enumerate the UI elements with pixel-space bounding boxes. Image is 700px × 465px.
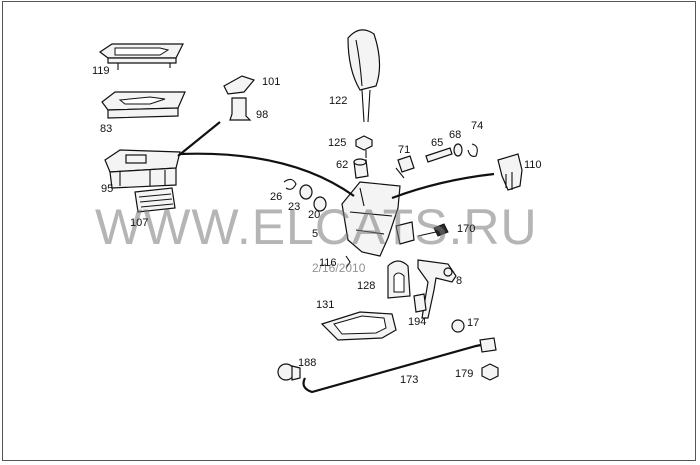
part-label-65: 65: [431, 137, 444, 149]
shifter-housing: [341, 181, 415, 257]
part-65-pin: [425, 147, 453, 163]
part-131-gasket: [320, 311, 397, 341]
part-label-23: 23: [288, 201, 301, 213]
part-62-bushing: [353, 158, 369, 179]
part-label-107: 107: [130, 217, 149, 229]
part-101-clip: [223, 75, 256, 95]
part-label-110: 110: [524, 159, 542, 171]
part-label-119: 119: [92, 65, 110, 77]
part-label-170: 170: [457, 223, 476, 235]
leader-lines: [177, 121, 495, 200]
part-label-95: 95: [101, 183, 114, 195]
part-label-83: 83: [100, 123, 113, 135]
part-rod-end: [479, 337, 497, 353]
part-26-circlip: [283, 178, 297, 190]
part-label-173: 173: [400, 374, 419, 386]
part-122-gear-knob: [347, 29, 381, 123]
part-label-62: 62: [336, 159, 349, 171]
part-label-68: 68: [449, 129, 462, 141]
part-label-122: 122: [329, 95, 348, 107]
part-194-clip: [413, 293, 427, 313]
part-179-nut: [481, 363, 499, 381]
part-label-194: 194: [408, 316, 427, 328]
part-label-17: 17: [467, 317, 480, 329]
part-74-clip: [467, 143, 478, 157]
part-107-insert: [134, 187, 176, 213]
part-label-101: 101: [262, 76, 281, 88]
part-95-console-housing: [104, 149, 181, 189]
part-71-lever: [395, 155, 415, 179]
part-label-71: 71: [398, 144, 411, 156]
part-label-188: 188: [298, 357, 317, 369]
part-label-74: 74: [471, 120, 484, 132]
part-label-5: 5: [312, 228, 319, 240]
part-8-shift-lever: [417, 259, 457, 319]
part-20-bushing: [313, 196, 327, 212]
part-label-128: 128: [357, 280, 376, 292]
part-173-shift-rod: [302, 342, 487, 394]
part-68-ring: [453, 143, 463, 157]
part-125-nut: [355, 135, 373, 151]
part-label-131: 131: [316, 299, 335, 311]
watermark: WWW.ELCATS.RU: [95, 199, 538, 255]
part-label-125: 125: [328, 137, 347, 149]
part-label-8: 8: [456, 275, 463, 287]
part-128-bracket: [387, 260, 411, 299]
date-stamp: 2/16/2010: [312, 261, 366, 275]
part-label-26: 26: [270, 191, 283, 203]
part-110-switch: [497, 153, 523, 191]
part-label-98: 98: [256, 109, 269, 121]
part-83-cover: [101, 91, 186, 119]
part-170-bolt: [417, 223, 449, 237]
part-23-bushing: [299, 184, 313, 200]
part-label-179: 179: [455, 368, 474, 380]
part-17-bushing: [451, 319, 465, 333]
part-label-20: 20: [308, 209, 321, 221]
part-188-bushing: [277, 363, 301, 381]
part-116-clip: [345, 255, 351, 269]
part-98-bracket: [229, 97, 252, 121]
part-label-116: 116: [319, 257, 337, 269]
part-119-trim-frame: [98, 43, 184, 70]
